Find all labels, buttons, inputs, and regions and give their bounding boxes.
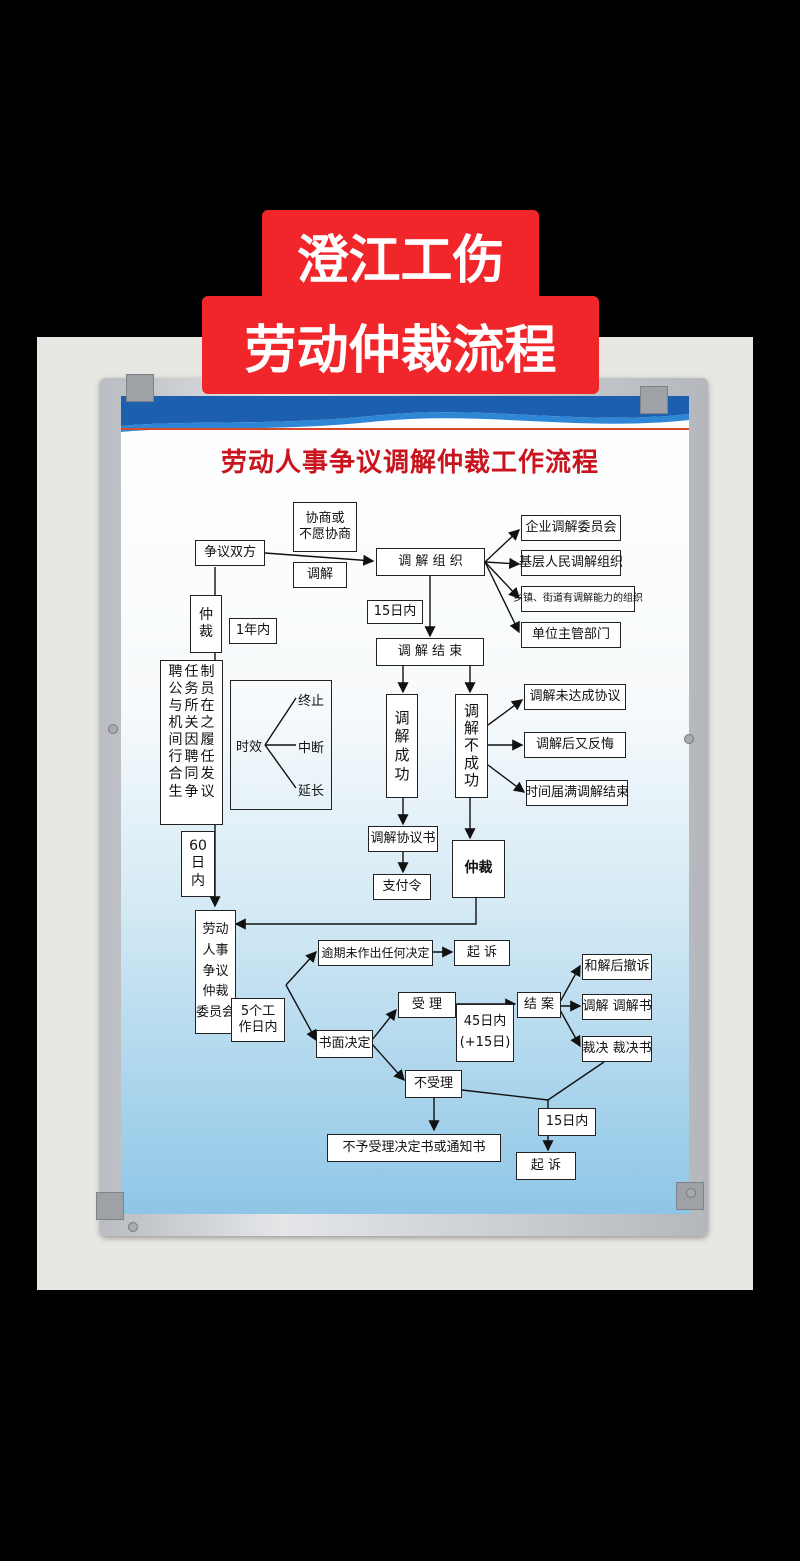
notice-box: 不予受理决定书或通知书 [327, 1134, 501, 1162]
disputes-box: 聘公与机间行合生 任务所关因聘同争 制员在之履任发议 [160, 660, 223, 825]
org-department: 单位主管部门 [521, 622, 621, 648]
payment-order-box: 支付令 [373, 874, 431, 900]
limitation-label: 时效 [236, 740, 263, 755]
sue-box-b: 起 诉 [516, 1152, 576, 1180]
mediation-org-box: 调 解 组 织 [376, 548, 485, 576]
org-enterprise: 企业调解委员会 [521, 515, 621, 541]
overdue-box: 逾期未作出任何决定 [318, 940, 433, 966]
result-withdraw: 和解后撤诉 [582, 954, 652, 980]
frame-corner-tl [126, 374, 154, 402]
result-mediation-doc: 调解 调解书 [582, 994, 652, 1020]
limitation-terminate: 终止 [298, 694, 325, 709]
screw [684, 734, 694, 744]
screw [128, 1222, 138, 1232]
limitation-extend: 延长 [298, 784, 325, 799]
wave-band [121, 396, 689, 432]
sue-box-a: 起 诉 [454, 940, 510, 966]
arbitration-side-box: 仲裁 [190, 595, 222, 653]
one-year-box: 1年内 [229, 618, 277, 644]
not-accept-box: 不受理 [405, 1070, 462, 1098]
mediate-box: 调解 [293, 562, 347, 588]
within-45-days-box: 45日内(+15日) [456, 1004, 514, 1062]
overlay-title-line2: 劳动仲裁流程 [202, 296, 599, 394]
close-case-box: 结 案 [517, 992, 561, 1018]
overlay-title-line1: 澄江工伤 [262, 210, 539, 300]
arbitration-committee-box: 劳动人事争议仲裁委员会 [195, 910, 236, 1034]
dispute-parties-box: 争议双方 [195, 540, 265, 566]
frame-corner-tr [640, 386, 668, 414]
mediation-success-box: 调解成功 [386, 694, 418, 798]
limitation-interrupt: 中断 [298, 741, 325, 756]
screw [686, 1188, 696, 1198]
mediation-end-box: 调 解 结 束 [376, 638, 484, 666]
screw [108, 724, 118, 734]
within-15-days-b: 15日内 [538, 1108, 596, 1136]
accept-box: 受 理 [398, 992, 456, 1018]
org-grassroots: 基层人民调解组织 [519, 550, 623, 576]
result-ruling: 裁决 裁决书 [582, 1036, 652, 1062]
fail-no-agreement: 调解未达成协议 [524, 684, 626, 710]
org-township: 乡镇、街道有调解能力的组织 [513, 586, 643, 612]
limitation-box [230, 680, 332, 810]
arbitration-box: 仲裁 [452, 840, 505, 898]
frame-corner-bl [96, 1192, 124, 1220]
poster-title: 劳动人事争议调解仲裁工作流程 [220, 448, 599, 478]
fail-time-expired: 时间届满调解结束 [525, 780, 629, 806]
written-decision-box: 书面决定 [316, 1030, 373, 1058]
mediation-fail-box: 调解不成功 [455, 694, 488, 798]
within-15-days-a: 15日内 [367, 600, 423, 624]
mediation-agreement-box: 调解协议书 [368, 826, 438, 852]
fail-regret: 调解后又反悔 [524, 732, 626, 758]
five-workdays-box: 5个工作日内 [231, 998, 285, 1042]
negotiate-box: 协商或不愿协商 [293, 502, 357, 552]
